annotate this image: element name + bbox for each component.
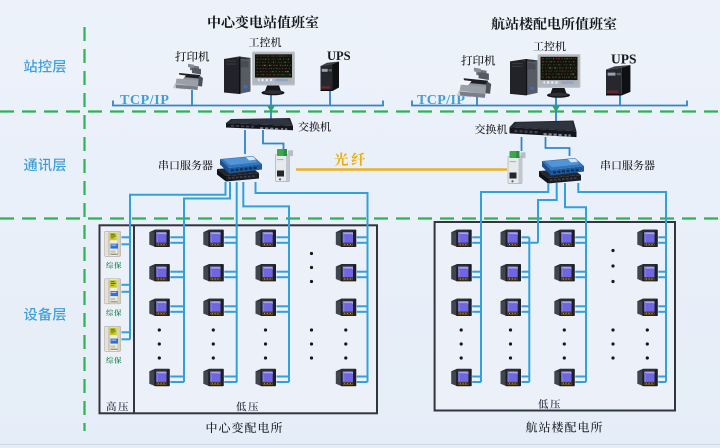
svg-text:UPS: UPS: [327, 49, 351, 63]
svg-text:TCP/IP: TCP/IP: [417, 93, 465, 108]
svg-text:UPS: UPS: [611, 52, 637, 67]
svg-text:TCP/IP: TCP/IP: [120, 93, 170, 108]
